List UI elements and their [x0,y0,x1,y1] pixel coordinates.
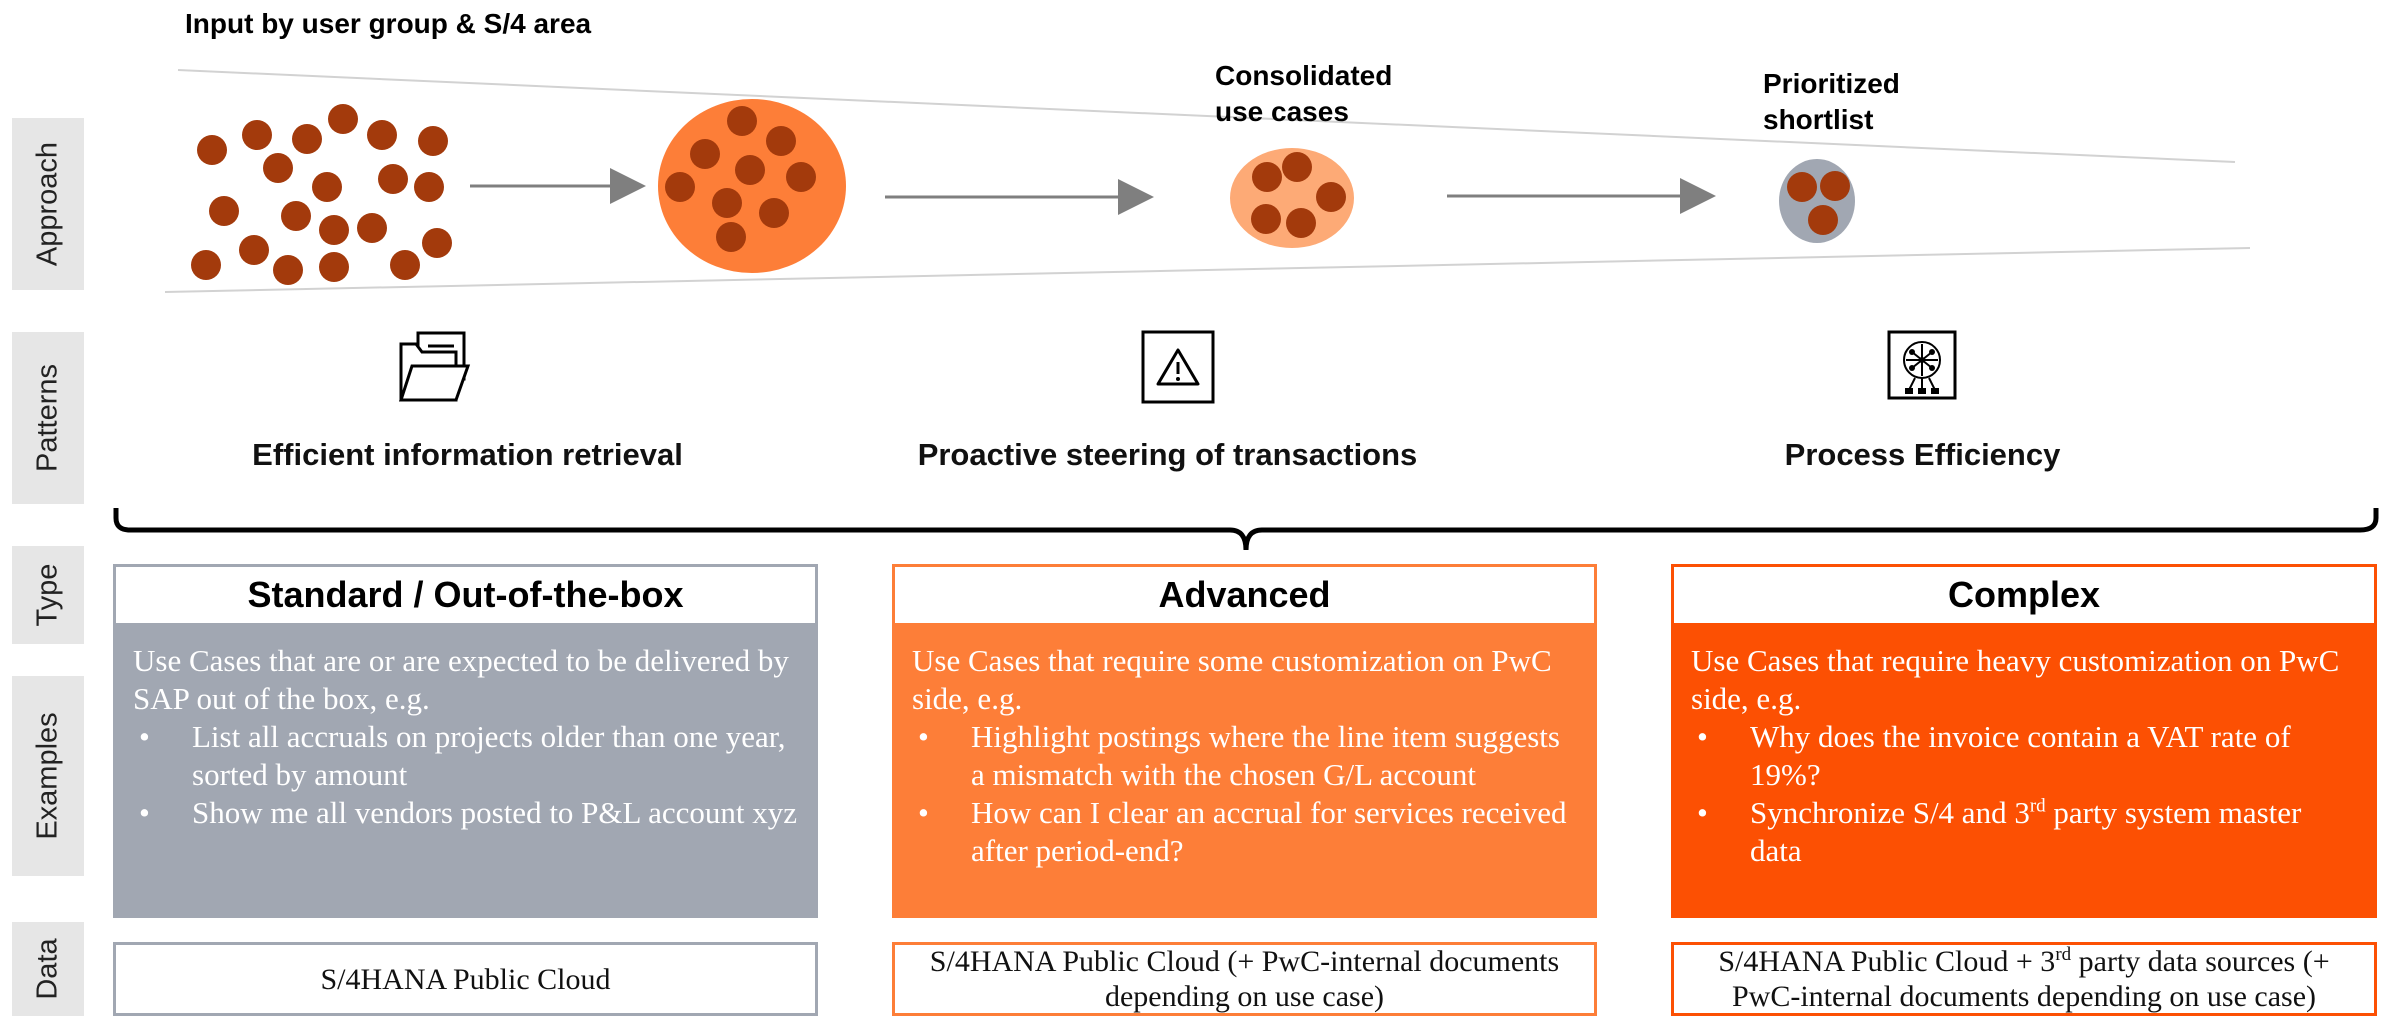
type-box-standard: Standard / Out-of-the-box [113,564,818,626]
examples-intro: Use Cases that require heavy customizati… [1691,643,2340,716]
examples-intro: Use Cases that are or are expected to be… [133,643,789,716]
funnel-top-line [177,69,2236,163]
consolidated-label: Consolidated use cases [1215,60,1393,127]
list-item: Highlight postings where the line item s… [912,718,1577,794]
list-item: Why does the invoice contain a VAT rate … [1691,718,2357,794]
examples-list: Why does the invoice contain a VAT rate … [1691,718,2357,870]
row-label-patterns: Patterns [12,332,84,504]
data-box-complex: S/4HANA Public Cloud + 3rd party data so… [1671,942,2377,1016]
row-label-data: Data [12,922,84,1016]
data-box-advanced: S/4HANA Public Cloud (+ PwC-internal doc… [892,942,1597,1016]
list-item: How can I clear an accrual for services … [912,794,1577,870]
funnel-diagram [164,69,2251,293]
shortlist-label: Prioritized shortlist [1763,68,1900,135]
list-item: Synchronize S/4 and 3rd party system mas… [1691,794,2357,870]
folder-document-icon [398,331,471,402]
pattern-title-2: Proactive steering of transactions [917,437,1418,472]
examples-box-advanced: Use Cases that require some customizatio… [892,626,1597,918]
data-box-standard: S/4HANA Public Cloud [113,942,818,1016]
row-label-examples: Examples [12,676,84,876]
row-label-type: Type [12,546,84,644]
pattern-title-1: Efficient information retrieval [252,437,683,472]
row-label-approach: Approach [12,118,84,290]
warning-triangle-icon [1141,330,1215,404]
grouping-brace [113,508,2379,551]
examples-box-complex: Use Cases that require heavy customizati… [1671,626,2377,918]
funnel-bottom-line [164,247,2251,293]
type-box-complex: Complex [1671,564,2377,626]
type-box-advanced: Advanced [892,564,1597,626]
examples-list: List all accruals on projects older than… [133,718,798,832]
examples-box-standard: Use Cases that are or are expected to be… [113,626,818,918]
list-item: List all accruals on projects older than… [133,718,798,794]
process-network-icon [1887,330,1957,400]
examples-list: Highlight postings where the line item s… [912,718,1577,870]
pattern-title-3: Process Efficiency [1784,437,2061,472]
input-label: Input by user group & S/4 area [185,8,592,39]
examples-intro: Use Cases that require some customizatio… [912,643,1552,716]
list-item: Show me all vendors posted to P&L accoun… [133,794,798,832]
